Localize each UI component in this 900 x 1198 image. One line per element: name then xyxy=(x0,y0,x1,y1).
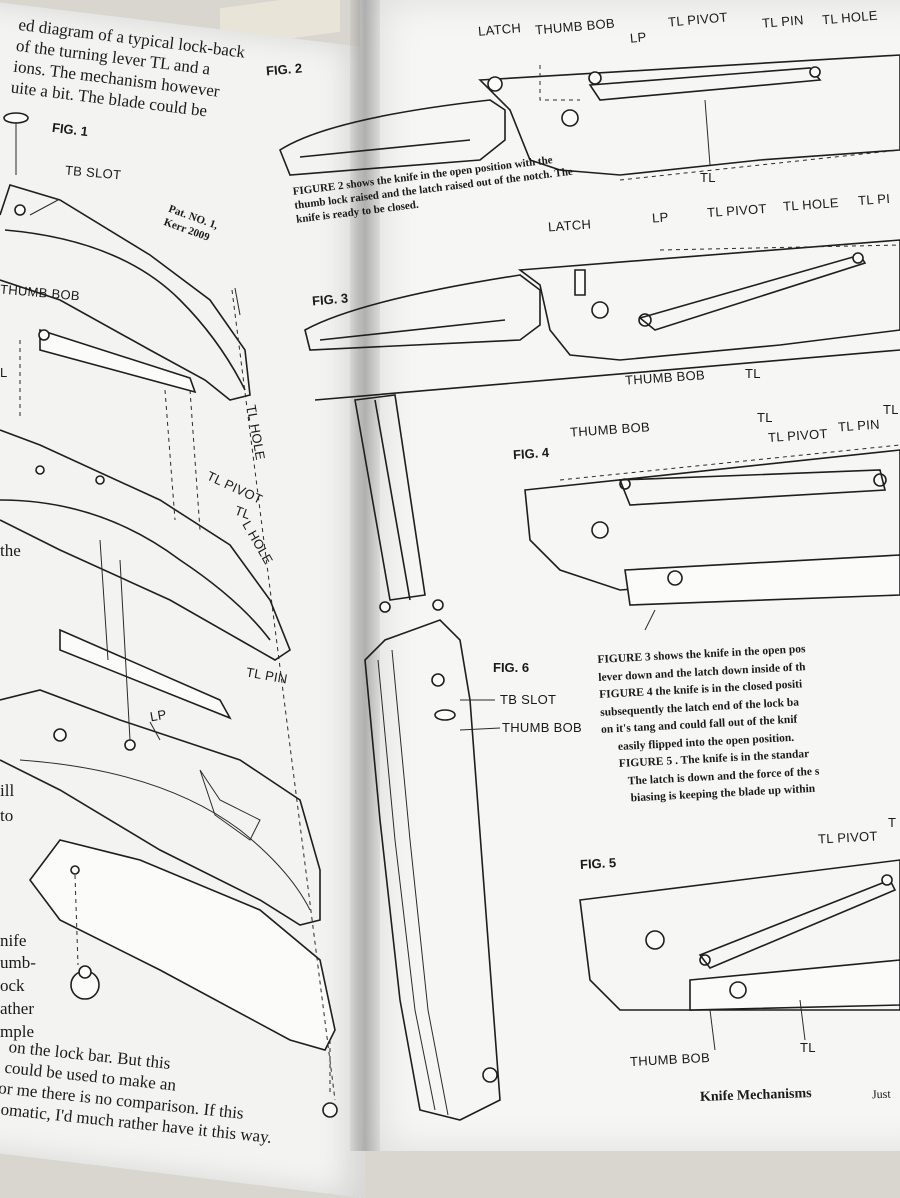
fig6-drawing xyxy=(354,394,501,1121)
fig3-label-lp: LP xyxy=(651,209,670,226)
fig6-label-tb-slot: TB SLOT xyxy=(500,692,557,707)
fig2-label-lp: LP xyxy=(629,29,648,46)
margin-fragment: mple xyxy=(0,1022,34,1041)
margin-fragment: umb- xyxy=(0,953,36,972)
figure-description-text: FIGURE 3 shows the knife in the open pos… xyxy=(597,641,821,810)
margin-fragment: ock xyxy=(0,976,25,995)
fig6-label-thumb-bob: THUMB BOB xyxy=(502,720,582,735)
fig4-drawing xyxy=(524,444,900,631)
fig5-label-tl: TL xyxy=(800,1040,816,1055)
label-lp: LP xyxy=(148,706,168,725)
fig4-label-tl-top: TL xyxy=(757,410,773,425)
fig5-title: FIG. 5 xyxy=(579,855,617,872)
fig6-title: FIG. 6 xyxy=(493,660,530,675)
fig3-label-latch: LATCH xyxy=(547,216,592,235)
running-footer-extra: Just xyxy=(871,1086,891,1102)
label-l-fragment: L xyxy=(0,365,8,380)
fig5-label-t: T xyxy=(888,815,897,830)
exploded-view-drawing xyxy=(0,112,338,1118)
fig5-label-tl-pivot: TL PIVOT xyxy=(817,828,879,847)
margin-fragment: the xyxy=(0,541,21,560)
margin-fragment: ill xyxy=(0,781,15,800)
fig4-label-tl-pin: TL PIN xyxy=(837,416,881,435)
margin-fragment: ather xyxy=(0,999,34,1018)
fig5-drawing xyxy=(579,859,900,1051)
knife-line-drawings xyxy=(0,54,900,1121)
margin-fragment: to xyxy=(0,806,14,825)
fig4-title: FIG. 4 xyxy=(512,444,550,463)
fig3-label-tl: TL xyxy=(745,366,761,381)
margin-fragment: nife xyxy=(0,931,27,950)
fig2-title: FIG. 2 xyxy=(265,60,303,79)
book-gutter xyxy=(350,0,380,1151)
fig2-drawing xyxy=(279,54,900,181)
fig3-drawing xyxy=(304,239,900,401)
fig3-title: FIG. 3 xyxy=(311,290,349,309)
fig4-label-tl-right: TL xyxy=(883,402,899,417)
fig3-label-tl-pi: TL PI xyxy=(857,190,891,209)
fig2-label-tl: TL xyxy=(700,170,716,185)
